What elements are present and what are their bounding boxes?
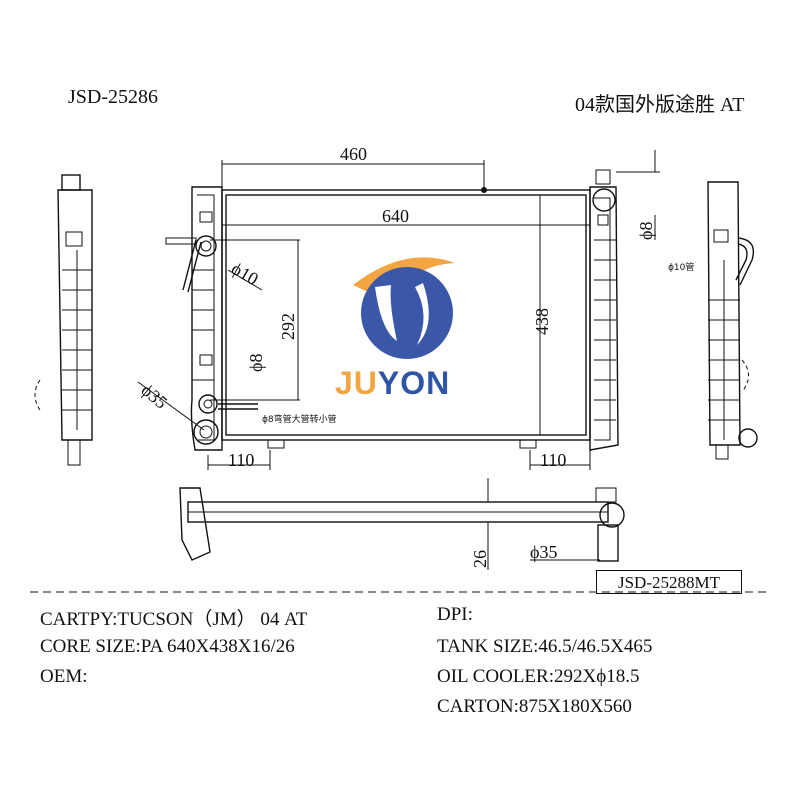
dim-640: 640 (382, 206, 409, 226)
part-number: JSD-25286 (68, 86, 159, 108)
dim-292: 292 (278, 313, 298, 340)
brand-name-ju: JU (335, 365, 378, 401)
logo-mark-icon (353, 257, 455, 359)
spec-cartpy: CARTPY:TUCSON（JM） 04 AT (40, 609, 308, 630)
dim-phi35-outlet: ϕ35 (530, 542, 557, 562)
dim-110-right: 110 (540, 450, 566, 470)
dim-phi8: ϕ8 (246, 354, 266, 372)
dim-phi10: ϕ10 (228, 258, 262, 289)
dim-26: 26 (470, 550, 490, 568)
spec-dpi: DPI: (437, 604, 473, 625)
dimension-lines (137, 150, 660, 470)
right-side-view (707, 181, 758, 460)
bottom-view (179, 478, 625, 570)
brand-logo: JUYON (335, 245, 465, 405)
spec-oem: OEM: (40, 666, 88, 687)
spec-oil-cooler: OIL COOLER:292Xϕ18.5 (437, 666, 640, 687)
dim-phi8-right: ϕ8 (636, 222, 656, 240)
spec-carton: CARTON:875X180X560 (437, 696, 632, 717)
spec-core-size: CORE SIZE:PA 640X438X16/26 (40, 636, 295, 657)
dim-460: 460 (340, 144, 367, 164)
spec-tank-size: TANK SIZE:46.5/46.5X465 (437, 636, 653, 657)
pipe-note: ϕ8弯管大管转小管 (262, 413, 337, 425)
side-pipe-note: ϕ10管 (668, 261, 694, 273)
radiator-front-view (165, 169, 619, 451)
dim-438: 438 (532, 308, 552, 335)
ref-box: JSD-25288MT (596, 570, 742, 594)
left-side-view (34, 174, 93, 466)
model-note: 04款国外版途胜 AT (575, 94, 745, 116)
brand-name-yon: YON (377, 365, 451, 401)
dim-110-left: 110 (228, 450, 254, 470)
